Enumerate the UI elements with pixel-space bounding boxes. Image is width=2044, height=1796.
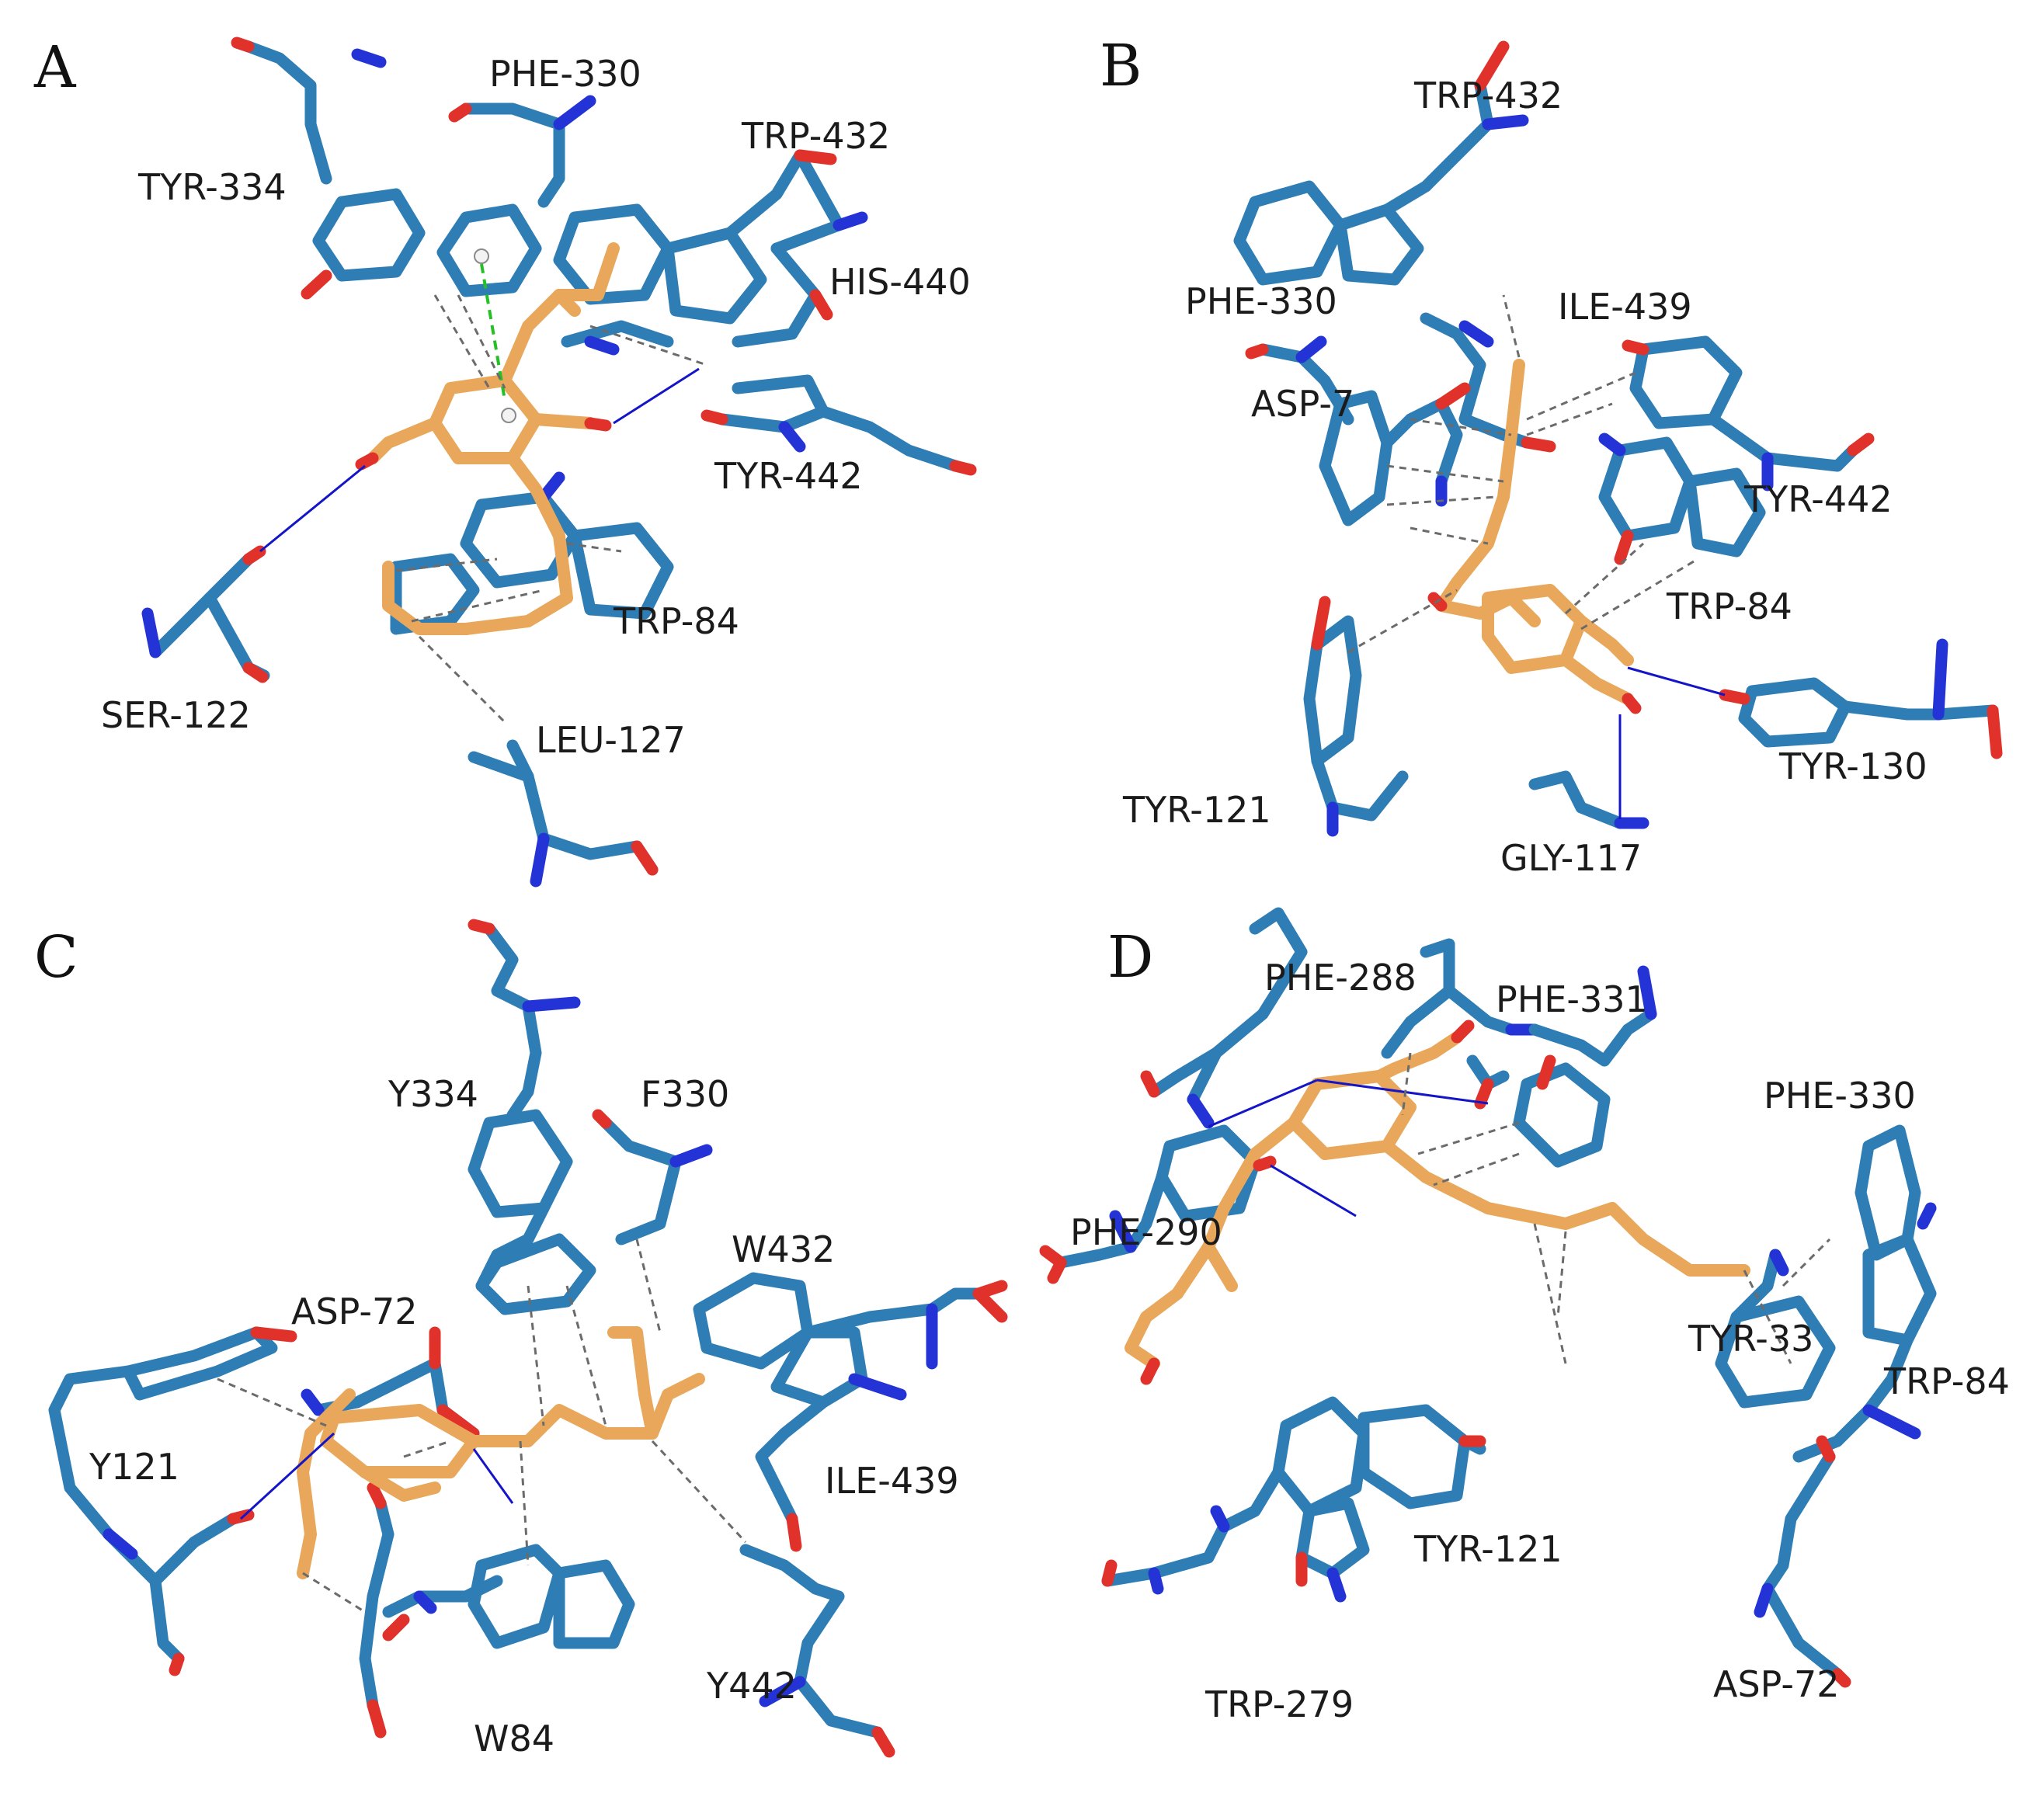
residue-tyr121	[1303, 596, 1409, 837]
label-his-440: HIS-440	[829, 261, 971, 303]
residue-tyr121-d	[1357, 1404, 1486, 1509]
label-w432: W432	[732, 1228, 836, 1270]
panel-b: B TRP-432 PHE-330 ILE-439 ASP-7 TYR-442 …	[1022, 0, 2044, 898]
residue-asp72-d	[1754, 1435, 1851, 1688]
label-y121: Y121	[89, 1446, 179, 1488]
label-trp-432: TRP-432	[742, 115, 891, 157]
label-tyr-442-b: TYR-442	[1744, 478, 1893, 520]
label-y334: Y334	[388, 1073, 478, 1115]
residue-ser122	[141, 545, 270, 683]
panel-a-structure	[141, 36, 977, 888]
label-phe-290: PHE-290	[1070, 1211, 1222, 1253]
residue-phe288	[1140, 907, 1308, 1129]
panel-d-structure	[1039, 907, 1937, 1688]
label-asp-72-d: ASP-72	[1713, 1663, 1840, 1705]
residue-w432-ile439	[693, 1272, 1008, 1552]
label-y442: Y442	[707, 1665, 797, 1707]
label-phe-331: PHE-331	[1496, 978, 1648, 1020]
residue-tyr442	[700, 374, 977, 476]
residue-y121	[48, 1326, 297, 1676]
panel-d: D PHE-288 PHE-331 PHE-330 PHE-290 TYR-33…	[1022, 898, 2044, 1795]
label-asp-7-b: ASP-7	[1251, 383, 1355, 425]
panel-letter-d: D	[1107, 924, 1154, 991]
label-leu-127: LEU-127	[536, 719, 686, 761]
label-trp-84-b: TRP-84	[1667, 585, 1792, 627]
residue-trp84-d	[1792, 1124, 1937, 1463]
label-phe-330-b: PHE-330	[1185, 280, 1337, 322]
residue-phe330-asp72	[1245, 335, 1471, 526]
label-tyr-121-b: TYR-121	[1123, 789, 1271, 831]
interactions-c	[217, 1238, 747, 1614]
interactions-d	[1208, 1052, 1831, 1364]
label-gly-117-b: GLY-117	[1500, 837, 1642, 879]
residue-y442	[739, 1544, 895, 1758]
residue-w84	[359, 1482, 635, 1739]
panel-letter-b: B	[1100, 33, 1142, 99]
ligand-d	[1125, 1020, 1750, 1385]
interactions-b	[1347, 294, 1726, 819]
ligand-b	[1427, 359, 1642, 714]
residue-tyr442-b	[1622, 335, 1875, 492]
label-trp-279: TRP-279	[1205, 1683, 1354, 1725]
panel-a: A PHE-330 TYR-334 TRP-432 HIS-440 TYR-44…	[0, 0, 1022, 898]
residue-asp72	[301, 1326, 480, 1440]
residue-phe330	[436, 95, 596, 297]
label-tyr-121-d: TYR-121	[1414, 1528, 1563, 1570]
interactions-a	[259, 248, 707, 724]
label-tyr-130-b: TYR-130	[1779, 745, 1928, 787]
ligand-c	[297, 1326, 705, 1579]
label-asp-72-c: ASP-72	[291, 1291, 418, 1332]
residue-trp84-b	[1598, 432, 1766, 565]
label-phe-330-d: PHE-330	[1764, 1075, 1916, 1117]
panel-c-structure	[48, 919, 1008, 1758]
label-ile-439-b: ILE-439	[1558, 286, 1692, 328]
label-trp-432-b: TRP-432	[1414, 75, 1563, 116]
residue-tyr334-d	[1715, 1249, 1836, 1409]
residue-f330	[475, 1109, 713, 1315]
label-tyr-442: TYR-442	[714, 455, 863, 497]
label-phe-330: PHE-330	[489, 53, 641, 95]
label-f330: F330	[641, 1073, 730, 1115]
residue-tyr130	[1719, 638, 2003, 759]
label-ser-122: SER-122	[101, 694, 251, 736]
residue-trp432-his440	[553, 149, 868, 356]
residue-leu127	[468, 739, 659, 888]
panel-letter-c: C	[34, 924, 78, 991]
residue-trp432	[1233, 40, 1529, 286]
panel-letter-a: A	[34, 34, 76, 101]
label-trp-84: TRP-84	[614, 600, 739, 642]
label-tyr-334: TYR-334	[138, 166, 287, 208]
label-ile-439-c: ILE-439	[825, 1460, 959, 1502]
residue-ile439	[1420, 312, 1556, 453]
residue-tyr334	[231, 36, 426, 300]
panel-b-structure	[1233, 40, 2003, 837]
residue-trp279	[1101, 1396, 1370, 1603]
ligand-a	[355, 242, 620, 635]
residue-gly117	[1528, 770, 1649, 829]
label-phe-288: PHE-288	[1264, 957, 1417, 999]
residue-y334	[468, 919, 581, 1292]
label-w84: W84	[474, 1718, 555, 1760]
residue-phe290	[1039, 1124, 1261, 1284]
label-trp-84-d: TRP-84	[1884, 1360, 2010, 1402]
label-tyr-33: TYR-33	[1688, 1318, 1814, 1360]
panel-c: C Y334 F330 W432 ASP-72 Y121 ILE-439 Y44…	[0, 898, 1022, 1795]
